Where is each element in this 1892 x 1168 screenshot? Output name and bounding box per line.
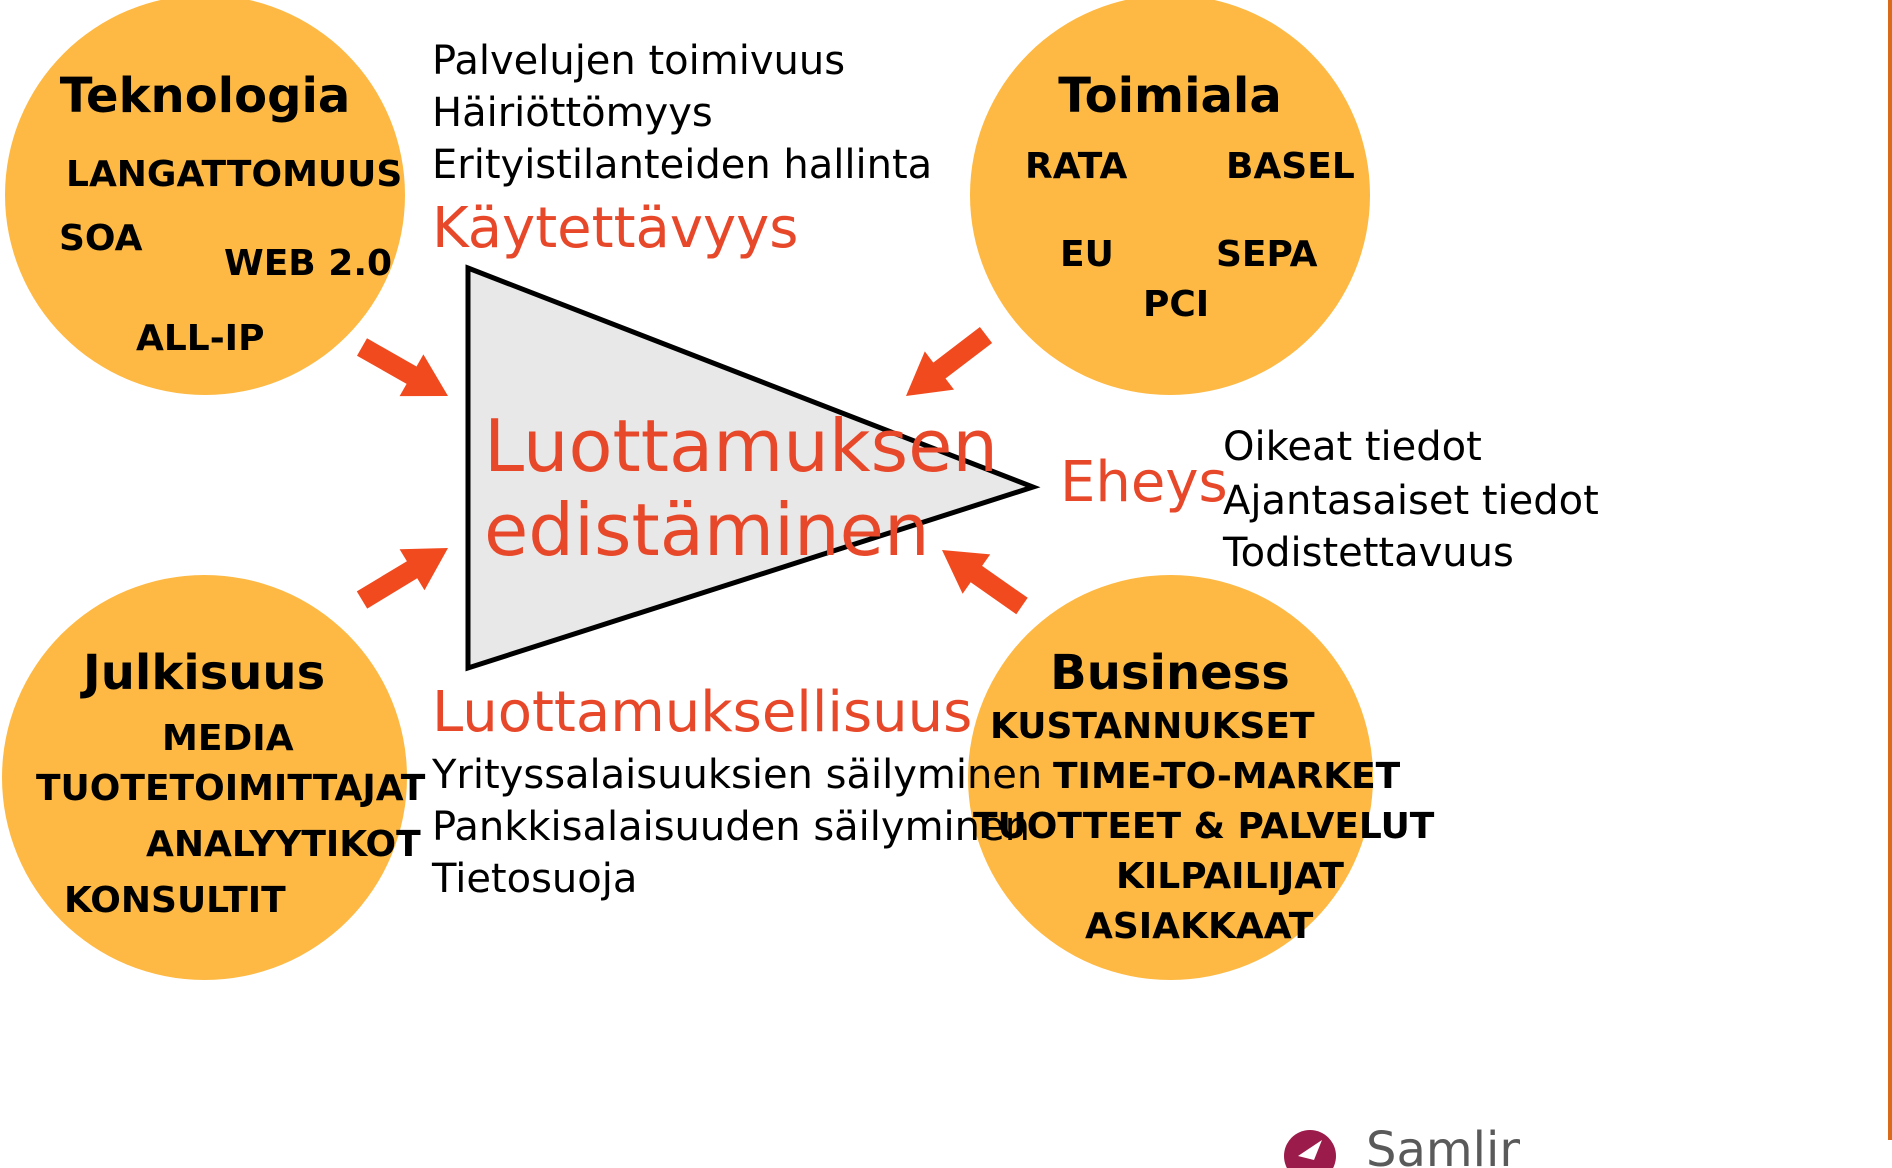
circle-item: ANALYYTIKOT — [146, 824, 421, 865]
eheys-item: Oikeat tiedot — [1223, 424, 1482, 470]
circle-item: TUOTTEET & PALVELUT — [973, 806, 1435, 847]
circle-title-julkisuus: Julkisuus — [82, 645, 326, 701]
circle-business — [968, 575, 1373, 980]
eheys-title: Eheys — [1060, 450, 1228, 515]
kaytettavyys-item: Erityistilanteiden hallinta — [432, 142, 933, 188]
circle-toimiala — [970, 0, 1370, 395]
circle-item: SEPA — [1216, 234, 1318, 275]
circle-item: EU — [1060, 234, 1114, 275]
arrow-teknologia — [357, 338, 448, 397]
arrow-toimiala — [906, 327, 993, 396]
circle-item: MEDIA — [162, 718, 294, 759]
kaytettavyys-title: Käytettävyys — [432, 196, 799, 261]
center-title-line1: Luottamuksen — [484, 404, 999, 488]
arrow-business — [942, 550, 1028, 615]
circle-item: KUSTANNUKSET — [990, 706, 1315, 747]
arrow-julkisuus — [356, 548, 448, 609]
circle-item: WEB 2.0 — [224, 243, 393, 284]
kaytettavyys-item: Häiriöttömyys — [432, 90, 713, 136]
circle-item: TIME-TO-MARKET — [1053, 756, 1401, 797]
luottamuksellisuus-title: Luottamuksellisuus — [432, 680, 973, 745]
circle-item: KILPAILIJAT — [1116, 856, 1344, 897]
circle-item: BASEL — [1226, 146, 1355, 187]
circle-teknologia — [5, 0, 405, 395]
circle-item: SOA — [59, 218, 143, 259]
circle-title-toimiala: Toimiala — [1058, 68, 1282, 124]
logo-text: Samlink — [1366, 1122, 1520, 1168]
circle-item: ALL-IP — [136, 318, 265, 359]
circle-item: RATA — [1025, 146, 1128, 187]
circle-item: TUOTETOIMITTAJAT — [36, 768, 426, 809]
center-title-line2: edistäminen — [484, 488, 930, 572]
circle-title-teknologia: Teknologia — [59, 68, 351, 124]
circle-item: PCI — [1143, 284, 1210, 325]
eheys-item: Ajantasaiset tiedot — [1223, 478, 1599, 524]
edge-accent-bar — [1888, 0, 1892, 1140]
circle-title-business: Business — [1050, 645, 1290, 701]
circle-item: KONSULTIT — [64, 880, 286, 921]
circle-julkisuus — [2, 575, 407, 980]
samlink-logo: Samlink — [1280, 1110, 1520, 1168]
luottamuksellisuus-item: Pankkisalaisuuden säilyminen — [432, 804, 1030, 850]
luottamuksellisuus-item: Tietosuoja — [432, 856, 638, 902]
circle-item: LANGATTOMUUS — [66, 154, 403, 195]
samlink-logo-mark-icon — [1284, 1130, 1336, 1168]
eheys-item: Todistettavuus — [1223, 530, 1514, 576]
luottamuksellisuus-item: Yrityssalaisuuksien säilyminen — [432, 752, 1043, 798]
kaytettavyys-item: Palvelujen toimivuus — [432, 38, 846, 84]
central-triangle — [465, 264, 1041, 672]
circle-item: ASIAKKAAT — [1085, 906, 1314, 947]
